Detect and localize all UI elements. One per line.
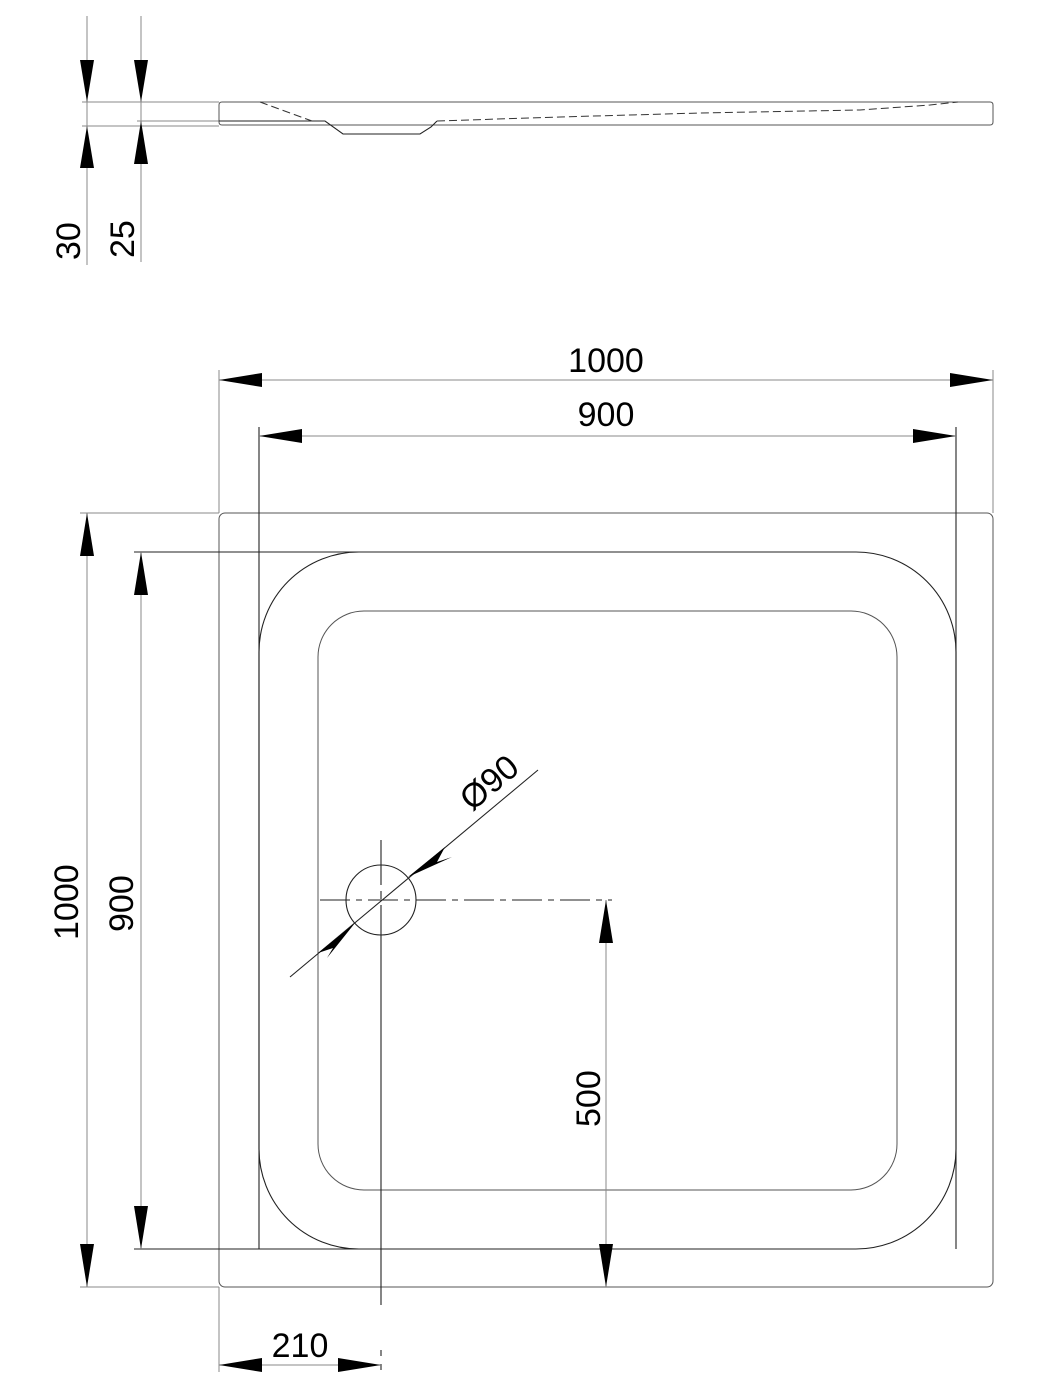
arrow-left-icon	[219, 1358, 262, 1372]
tray-profile	[218, 101, 994, 126]
dimension-inner-depth: 900	[103, 552, 148, 1249]
side-view: 30 25	[50, 16, 994, 265]
arrow-right-icon	[338, 1358, 381, 1372]
dimension-label-210: 210	[272, 1327, 329, 1365]
arrow-up-icon	[80, 126, 94, 168]
drain: Ø90	[289, 748, 612, 1370]
dimension-rim-height: 25	[104, 16, 148, 262]
arrow-down-icon	[599, 1244, 613, 1287]
arrow-up-icon	[134, 552, 148, 595]
dimension-label-500: 500	[570, 1070, 608, 1127]
shower-area-outline	[258, 551, 957, 1250]
arrow-down-icon	[80, 1244, 94, 1287]
arrow-left-icon	[259, 429, 302, 443]
dimension-label-900-width: 900	[578, 396, 635, 434]
dimension-drain-offset-x: 210	[218, 1287, 381, 1372]
arrow-up-icon	[80, 513, 94, 556]
inner-basin-outline	[317, 610, 898, 1191]
top-view: 1000 900 1000 900	[48, 342, 994, 1372]
arrow-down-icon	[134, 1206, 148, 1249]
arrow-icon	[318, 923, 355, 958]
arrow-down-icon	[80, 60, 94, 102]
arrow-icon	[408, 847, 452, 877]
arrow-up-icon	[134, 121, 148, 164]
dimension-label-1000-width: 1000	[568, 342, 644, 380]
arrow-left-icon	[219, 373, 262, 387]
dimension-outer-depth: 1000	[48, 513, 94, 1287]
dimension-label-30: 30	[50, 222, 88, 260]
dimension-label-1000-depth: 1000	[48, 864, 86, 940]
arrow-down-icon	[134, 60, 148, 102]
slope-line-right	[436, 101, 959, 122]
slope-line-left	[259, 101, 313, 122]
dimension-outer-width: 1000	[219, 342, 993, 387]
dimension-total-height: 30	[50, 16, 94, 265]
drain-sump-profile	[219, 120, 438, 135]
dimension-label-drain-diameter: Ø90	[453, 748, 527, 818]
dimension-drain-offset-y: 500	[570, 900, 613, 1287]
dimension-label-900-depth: 900	[103, 875, 141, 932]
dimension-inner-width: 900	[259, 396, 956, 443]
dimension-label-25: 25	[104, 220, 142, 258]
arrow-right-icon	[950, 373, 993, 387]
arrow-right-icon	[913, 429, 956, 443]
arrow-up-icon	[599, 900, 613, 943]
